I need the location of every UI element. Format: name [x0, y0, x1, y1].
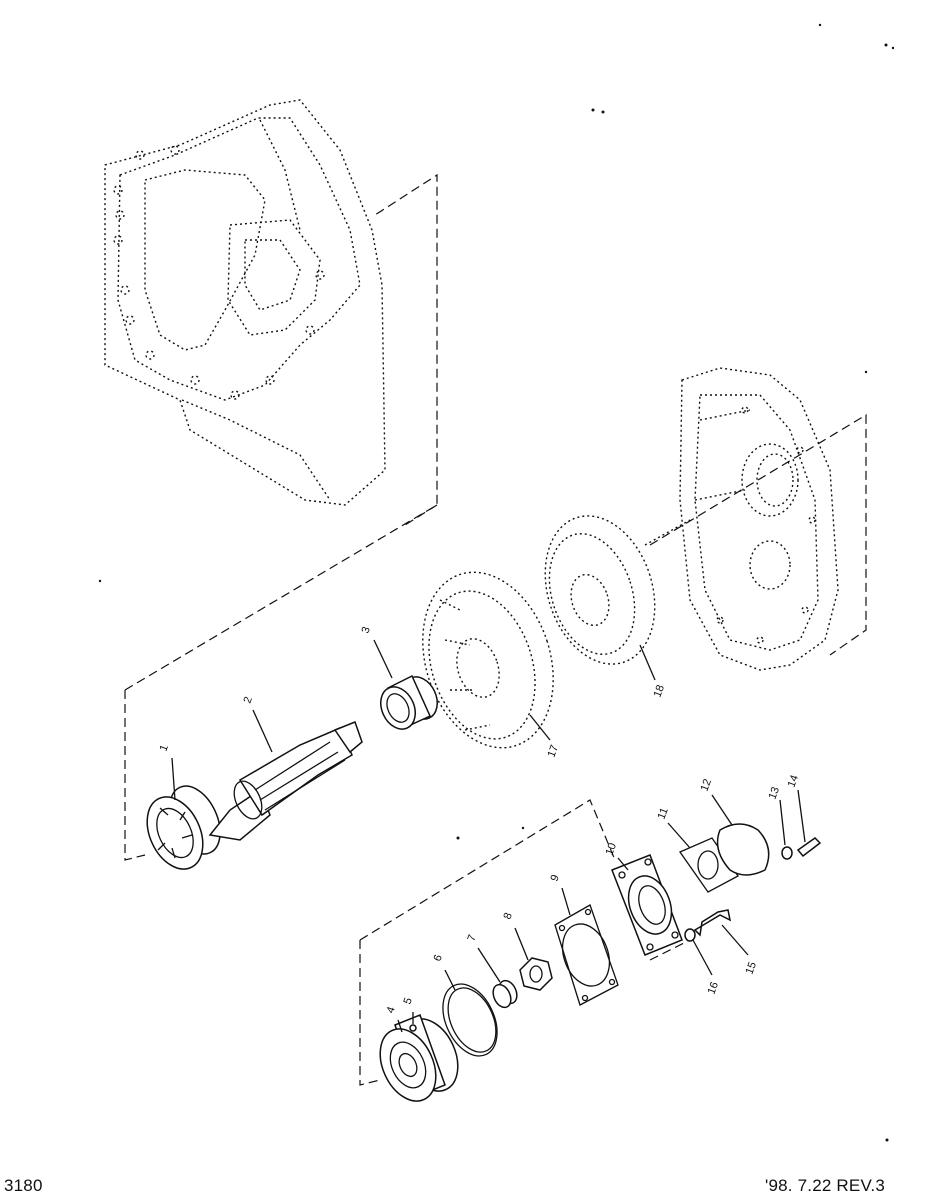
bearing-4 — [379, 1014, 459, 1102]
gear-7 — [492, 979, 518, 1009]
cover-plate-12 — [716, 823, 770, 876]
washer-16 — [684, 928, 696, 942]
gear-17 — [422, 571, 554, 749]
callout-3: 3 — [360, 625, 373, 635]
bushing-3 — [380, 674, 438, 730]
callout-16: 16 — [706, 980, 721, 996]
callout-9: 9 — [549, 873, 562, 883]
callout-13: 13 — [767, 785, 782, 801]
callout-14: 14 — [786, 773, 801, 789]
assembly-line-right — [649, 413, 867, 656]
callout-1: 1 — [158, 743, 171, 753]
bolt-14 — [796, 837, 822, 858]
assembly-line-lower — [359, 940, 381, 1086]
bolt-15 — [693, 909, 732, 937]
shaft-2 — [208, 721, 363, 841]
gear-18 — [544, 515, 691, 665]
callout-17: 17 — [546, 743, 561, 759]
callout-10: 10 — [604, 841, 619, 857]
callout-labels: 1 2 3 4 5 6 7 8 9 10 11 12 13 14 15 16 1… — [158, 625, 801, 1015]
assembly-line-upper-b — [124, 173, 438, 691]
gasket-9 — [554, 904, 619, 1006]
callout-15: 15 — [744, 960, 759, 976]
callout-2: 2 — [242, 695, 255, 705]
revision-label: '98. 7.22 REV.3 — [765, 1176, 885, 1195]
snap-ring-6 — [442, 983, 498, 1057]
nut-8 — [519, 957, 553, 991]
callout-4: 4 — [385, 1005, 398, 1015]
bearing-1 — [146, 785, 221, 870]
transmission-housing-left — [104, 99, 386, 506]
ball-5 — [409, 1024, 417, 1032]
assembly-line-upper — [124, 690, 146, 861]
callout-8: 8 — [502, 911, 515, 921]
leader-lines — [171, 639, 806, 1033]
gasket-11 — [679, 837, 739, 893]
scan-specks — [98, 23, 895, 1142]
callout-6: 6 — [432, 953, 445, 963]
drawing-number: 3180 — [4, 1176, 43, 1195]
washer-13 — [781, 846, 793, 860]
callout-5: 5 — [402, 996, 415, 1006]
callout-11: 11 — [656, 806, 671, 821]
assembly-line-lower-b — [359, 799, 616, 941]
callout-7: 7 — [466, 933, 479, 943]
callout-18: 18 — [652, 683, 667, 699]
flange-10 — [611, 854, 683, 956]
cover-housing-right — [679, 367, 839, 671]
callout-12: 12 — [699, 777, 714, 793]
